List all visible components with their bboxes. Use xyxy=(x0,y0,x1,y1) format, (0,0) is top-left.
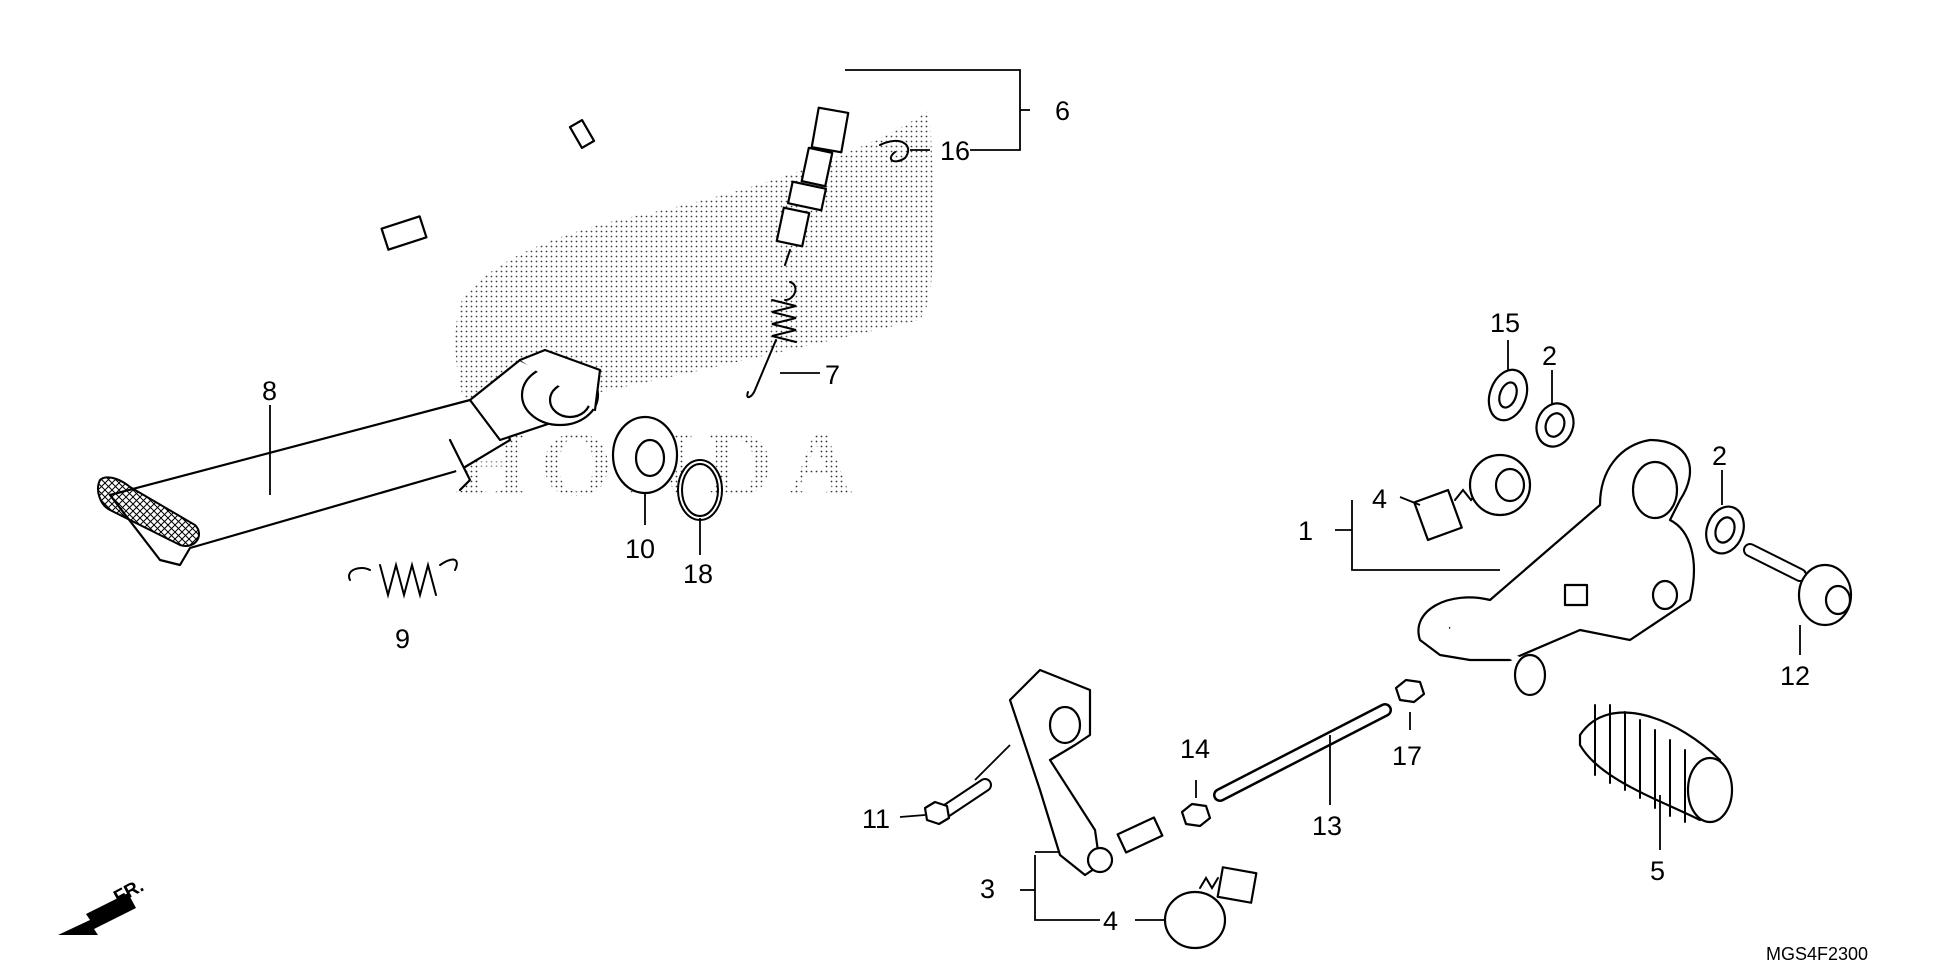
callout-labels: 1 2 2 3 4 4 5 6 7 8 9 10 11 12 13 14 15 … xyxy=(262,96,1810,936)
callout-11: 11 xyxy=(862,804,890,834)
callout-12: 12 xyxy=(1780,661,1810,691)
callout-3: 3 xyxy=(980,874,995,904)
callout-4-lower: 4 xyxy=(1103,906,1118,936)
callout-4-upper: 4 xyxy=(1372,484,1387,514)
leader-lines xyxy=(269,69,1801,921)
washer xyxy=(611,415,679,495)
callout-16: 16 xyxy=(940,136,970,166)
clamp-bolt xyxy=(923,778,992,826)
callout-14: 14 xyxy=(1180,734,1210,764)
gearshift-arm xyxy=(1417,438,1695,697)
shift-pedal-rubber xyxy=(1578,704,1734,824)
callout-2-upper: 2 xyxy=(1542,341,1557,371)
shift-pedal-arm xyxy=(1008,668,1164,877)
bushing-upper xyxy=(1535,402,1575,448)
brake-pedal xyxy=(97,348,602,567)
nut-17 xyxy=(1394,678,1426,704)
callout-2-lower: 2 xyxy=(1712,441,1727,471)
callout-6: 6 xyxy=(1055,96,1070,126)
pedal-return-spring xyxy=(348,558,458,599)
callout-5: 5 xyxy=(1650,856,1665,886)
front-direction-arrow-icon: FR. xyxy=(58,876,147,935)
callout-7: 7 xyxy=(825,360,840,390)
bushing-lower xyxy=(1705,505,1745,555)
joint-lower xyxy=(1163,866,1258,950)
pivot-bolt xyxy=(1743,543,1853,627)
callout-1: 1 xyxy=(1298,516,1313,546)
callout-18: 18 xyxy=(683,559,713,589)
nut-14 xyxy=(1180,802,1212,828)
callout-13: 13 xyxy=(1312,811,1342,841)
switch-clip xyxy=(879,139,910,163)
joint-upper xyxy=(1413,453,1532,542)
switch-spring xyxy=(746,281,797,398)
stop-switch-harness xyxy=(380,49,850,266)
callout-9: 9 xyxy=(395,624,410,654)
callout-15: 15 xyxy=(1490,308,1520,338)
drawing-code: MGS4F2300 xyxy=(1766,944,1868,964)
thrust-washer xyxy=(1487,368,1529,422)
honda-wing-watermark: HONDA xyxy=(455,110,935,515)
callout-8: 8 xyxy=(262,376,277,406)
callout-10: 10 xyxy=(625,534,655,564)
callout-17: 17 xyxy=(1392,741,1422,771)
tie-rod xyxy=(1213,703,1392,802)
